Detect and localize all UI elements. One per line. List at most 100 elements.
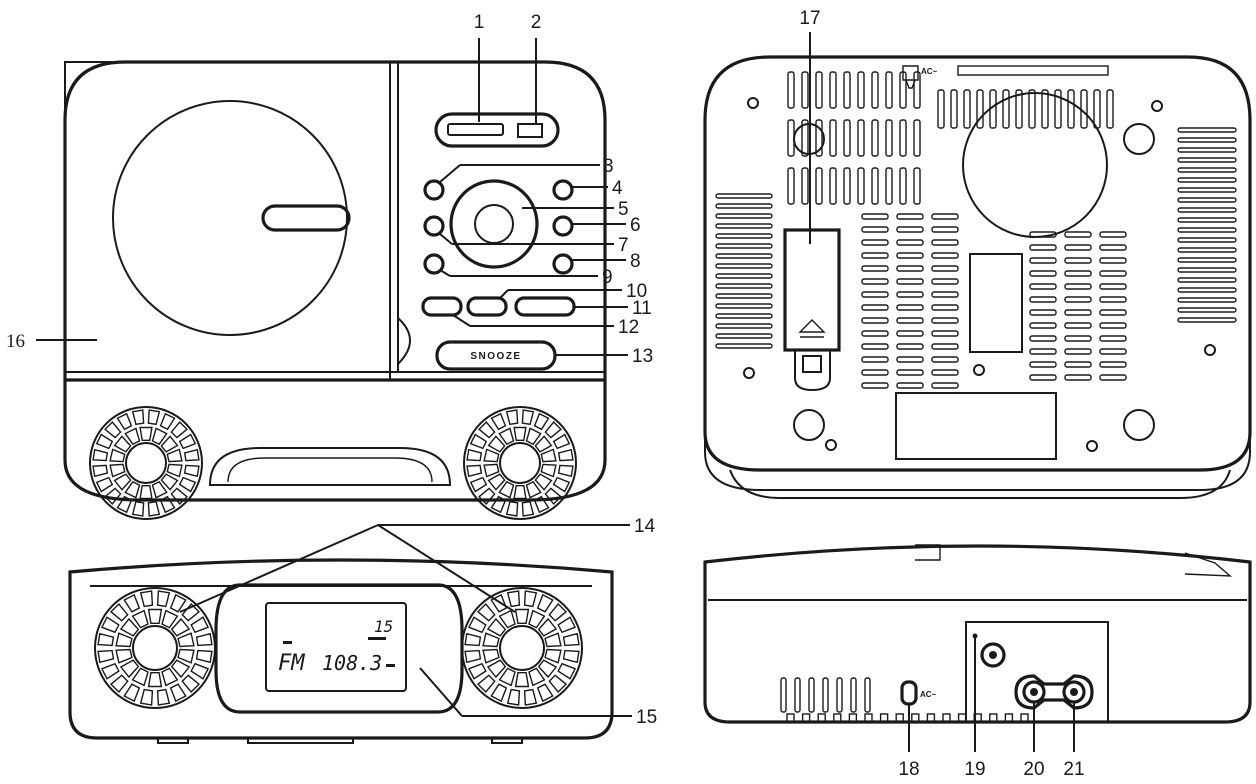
grille-hole xyxy=(505,500,519,517)
usb-port xyxy=(517,123,543,138)
vent-slot-horizontal xyxy=(1064,270,1092,277)
grille-hole xyxy=(147,672,163,688)
grille-hole xyxy=(544,421,562,439)
vent-slot-side xyxy=(1177,267,1237,273)
vent-slot-side xyxy=(715,313,773,319)
rear-vent-slots xyxy=(780,677,871,713)
grille-hole xyxy=(183,448,200,462)
grille-hole xyxy=(104,421,122,439)
handle-recess xyxy=(208,447,452,486)
vent-slot-horizontal xyxy=(1099,348,1127,355)
vent-slot-vertical xyxy=(1028,89,1036,129)
lcd-band: FM xyxy=(278,651,305,676)
rca-pin-right xyxy=(1070,688,1078,696)
callout-13: 13 xyxy=(632,346,653,367)
grille-hole xyxy=(123,683,141,703)
left-grille xyxy=(89,406,203,520)
display-bezel xyxy=(214,583,464,714)
grille-hole xyxy=(160,473,179,491)
vent-slot-horizontal xyxy=(931,356,959,363)
ac-label-rear: AC~ xyxy=(920,690,937,699)
grille-hole xyxy=(139,426,153,441)
grille-hub xyxy=(499,625,545,671)
grille-hole xyxy=(476,602,496,622)
vent-slot-side xyxy=(1177,277,1237,283)
grille-hole xyxy=(483,463,500,478)
vent-slot-horizontal xyxy=(896,343,924,350)
lid-handle xyxy=(261,204,351,232)
vent-slot-vertical xyxy=(1106,89,1114,129)
ac-label-bottom: AC~ xyxy=(921,67,938,76)
vent-slot-horizontal xyxy=(1029,335,1057,342)
grille-hole xyxy=(151,480,168,499)
grille-hole xyxy=(170,617,191,637)
screw-1 xyxy=(747,97,759,109)
vent-slot-vertical xyxy=(963,89,971,129)
vent-slot-vertical xyxy=(857,71,865,109)
grille-hole xyxy=(513,426,527,441)
grille-hole xyxy=(181,674,201,694)
rear-slot xyxy=(822,677,829,713)
vent-slot-horizontal xyxy=(896,304,924,311)
grille-hole xyxy=(151,427,168,446)
jog-dial xyxy=(449,179,539,269)
grille-hole xyxy=(104,487,122,505)
grille-hole xyxy=(506,590,521,608)
button-6 xyxy=(552,215,574,237)
vent-slot-vertical xyxy=(843,119,851,157)
grille-hole xyxy=(119,617,140,637)
vent-slot-side xyxy=(1177,307,1237,313)
grille-hole xyxy=(498,427,515,446)
bottom-view-rim xyxy=(704,431,1251,491)
button-12 xyxy=(421,296,463,317)
grille-hole xyxy=(533,495,550,514)
vent-slot-horizontal xyxy=(1064,374,1092,381)
vent-slot-vertical xyxy=(829,119,837,157)
vent-slot-vertical xyxy=(1093,89,1101,129)
bottom-rating-plate xyxy=(895,392,1057,460)
button-9 xyxy=(423,253,445,275)
vent-slot-horizontal xyxy=(861,278,889,285)
vent-slot-horizontal xyxy=(1029,348,1057,355)
grille-hole xyxy=(562,649,580,664)
grille-hole xyxy=(131,667,149,687)
screw-4 xyxy=(1204,344,1216,356)
grille-hole xyxy=(109,463,126,478)
grille-hole xyxy=(161,609,179,629)
grille-hole xyxy=(544,648,562,664)
vent-slot-horizontal xyxy=(931,265,959,272)
vent-slot-horizontal xyxy=(1064,335,1092,342)
grille-hole xyxy=(95,476,114,493)
rear-tooth xyxy=(817,713,826,723)
callout-8: 8 xyxy=(630,251,641,272)
top-view-outline xyxy=(63,60,607,382)
grille-hole xyxy=(113,435,132,453)
grille-hole xyxy=(464,649,482,664)
vent-slot-horizontal xyxy=(896,330,924,337)
grille-hole xyxy=(528,667,546,687)
front-speaker-right xyxy=(461,587,583,709)
callout-18: 18 xyxy=(898,759,919,780)
vent-slot-side xyxy=(715,283,773,289)
callout-9: 9 xyxy=(602,267,613,288)
grille-hole xyxy=(552,433,571,450)
grille-hole xyxy=(525,427,542,446)
grille-hole xyxy=(177,632,195,648)
vent-slot-vertical xyxy=(1080,89,1088,129)
vent-slot-horizontal xyxy=(1064,309,1092,316)
vent-slot-horizontal xyxy=(896,252,924,259)
callout-16: 16 xyxy=(6,331,25,352)
vent-slot-horizontal xyxy=(1029,231,1057,238)
vent-slot-horizontal xyxy=(1099,361,1127,368)
vent-slot-horizontal xyxy=(1099,257,1127,264)
bottom-vents xyxy=(715,71,1237,389)
vent-slot-horizontal xyxy=(1064,231,1092,238)
lcd-preset: 15 xyxy=(374,617,393,636)
callout-15: 15 xyxy=(636,707,657,728)
grille-hole xyxy=(166,448,183,463)
handle-inner xyxy=(227,457,433,483)
grille-hole xyxy=(562,632,580,647)
vent-slot-side xyxy=(715,323,773,329)
grille-hole xyxy=(464,632,482,647)
grille-hole xyxy=(195,649,213,664)
